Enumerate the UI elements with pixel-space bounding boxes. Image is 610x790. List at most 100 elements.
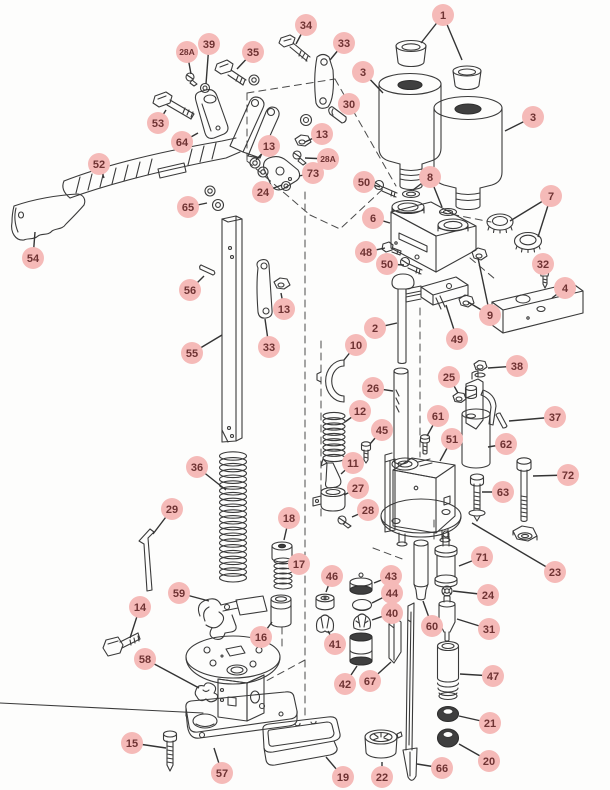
part-25-nut	[452, 391, 467, 404]
callout-number-26: 26	[367, 383, 379, 395]
part-28a-screw-lower	[292, 150, 307, 166]
callout-bubble-2	[364, 317, 386, 339]
part-55-column	[221, 215, 243, 443]
part-21-fiber-wad	[436, 705, 460, 723]
callout-number-33: 33	[263, 342, 275, 354]
callout-bubble-60	[421, 615, 443, 637]
part-53-bolt	[152, 91, 195, 120]
callout-71-56: 71	[458, 546, 493, 568]
callout-bubble-21	[479, 712, 501, 734]
callout-bubble-64	[171, 131, 193, 153]
callout-number-3: 3	[360, 67, 366, 79]
part-73-plate	[263, 155, 301, 191]
callout-number-23: 23	[549, 567, 561, 579]
callout-73-15: 73	[298, 162, 324, 184]
callout-57-76: 57	[211, 747, 233, 784]
callout-bubble-13	[311, 123, 333, 145]
callout-bubble-18	[278, 507, 300, 529]
part-33-link-lower	[256, 259, 273, 319]
callout-number-54: 54	[27, 253, 40, 265]
part-38-nut	[473, 359, 488, 378]
callout-bubble-24	[477, 584, 499, 606]
callout-number-37: 37	[549, 412, 561, 424]
callout-bubble-73	[302, 162, 324, 184]
callout-33-2: 33	[329, 32, 355, 61]
callout-20-72: 20	[458, 743, 500, 772]
callout-number-35: 35	[247, 47, 259, 59]
callout-17-52: 17	[288, 553, 310, 575]
callout-bubble-28	[357, 499, 379, 521]
callout-number-66: 66	[436, 763, 448, 775]
callout-33-33: 33	[258, 318, 280, 358]
part-13-nut-lower	[273, 277, 291, 290]
callout-number-1: 1	[440, 10, 446, 22]
callout-number-16: 16	[255, 632, 267, 644]
callout-number-57: 57	[216, 768, 228, 780]
part-20-fiber-wad	[436, 728, 460, 748]
callout-bubble-15	[121, 732, 143, 754]
callout-4-26: 4	[551, 277, 576, 299]
callout-bubble-50	[353, 171, 375, 193]
callout-bubble-59	[168, 582, 190, 604]
callout-number-32: 32	[537, 259, 549, 271]
callout-bubble-13	[273, 298, 295, 320]
callout-number-58: 58	[139, 654, 151, 666]
callout-bubble-66	[431, 757, 453, 779]
callout-21-70: 21	[458, 712, 501, 734]
callout-62-43: 62	[487, 433, 517, 455]
callout-number-13: 13	[316, 129, 328, 141]
callout-72-47: 72	[532, 464, 579, 486]
callout-bubble-6	[362, 207, 384, 229]
callout-26-37: 26	[362, 377, 394, 399]
callout-number-49: 49	[451, 334, 463, 346]
callout-51-42: 51	[439, 428, 463, 462]
callout-number-65: 65	[182, 202, 194, 214]
part-35-bolt	[214, 59, 247, 86]
callout-number-29: 29	[166, 504, 178, 516]
callout-42-67: 42	[334, 665, 358, 695]
part-72-long-bolt	[516, 457, 532, 522]
callout-number-12: 12	[354, 406, 366, 418]
callout-bubble-41	[324, 633, 346, 655]
part-57-round-plate	[185, 635, 281, 685]
part-49-bracket	[405, 276, 469, 310]
part-54-handle-grip	[11, 193, 86, 241]
callout-number-27: 27	[352, 483, 364, 495]
callout-bubble-44	[381, 582, 403, 604]
callout-bubble-54	[22, 247, 44, 269]
callout-bubble-20	[478, 750, 500, 772]
callout-number-47: 47	[487, 671, 499, 683]
part-64-link-plate	[194, 89, 229, 139]
callout-number-28A: 28A	[179, 47, 195, 57]
callout-9-29: 9	[467, 257, 501, 326]
callout-19-75: 19	[325, 756, 354, 788]
callout-number-13: 13	[263, 141, 275, 153]
callout-number-4: 4	[562, 283, 569, 295]
callout-54-23: 54	[22, 231, 44, 269]
callout-number-9: 9	[487, 310, 493, 322]
callout-bubble-58	[134, 648, 156, 670]
callout-bubble-42	[334, 673, 356, 695]
callout-number-22: 22	[376, 772, 388, 784]
callout-bubble-48	[355, 241, 377, 263]
callout-bubble-10	[345, 334, 367, 356]
callout-bubble-9	[479, 304, 501, 326]
part-33-link-upper	[314, 53, 334, 109]
callout-30-7: 30	[338, 93, 360, 115]
part-36-main-spring	[218, 451, 248, 583]
callout-number-51: 51	[446, 434, 458, 446]
callout-number-38: 38	[511, 361, 523, 373]
callout-bubble-14	[129, 596, 151, 618]
callout-56-27: 56	[179, 275, 205, 301]
part-56-pin	[199, 264, 216, 276]
callout-55-34: 55	[181, 334, 223, 364]
callout-number-28A: 28A	[320, 154, 336, 164]
callout-43-55: 43	[373, 565, 402, 587]
callout-7-19: 7	[509, 185, 562, 238]
callout-16-64: 16	[250, 621, 273, 648]
callout-25-36: 25	[438, 366, 460, 394]
part-52-lever-arm	[62, 96, 280, 199]
callout-bubble-19	[332, 766, 354, 788]
